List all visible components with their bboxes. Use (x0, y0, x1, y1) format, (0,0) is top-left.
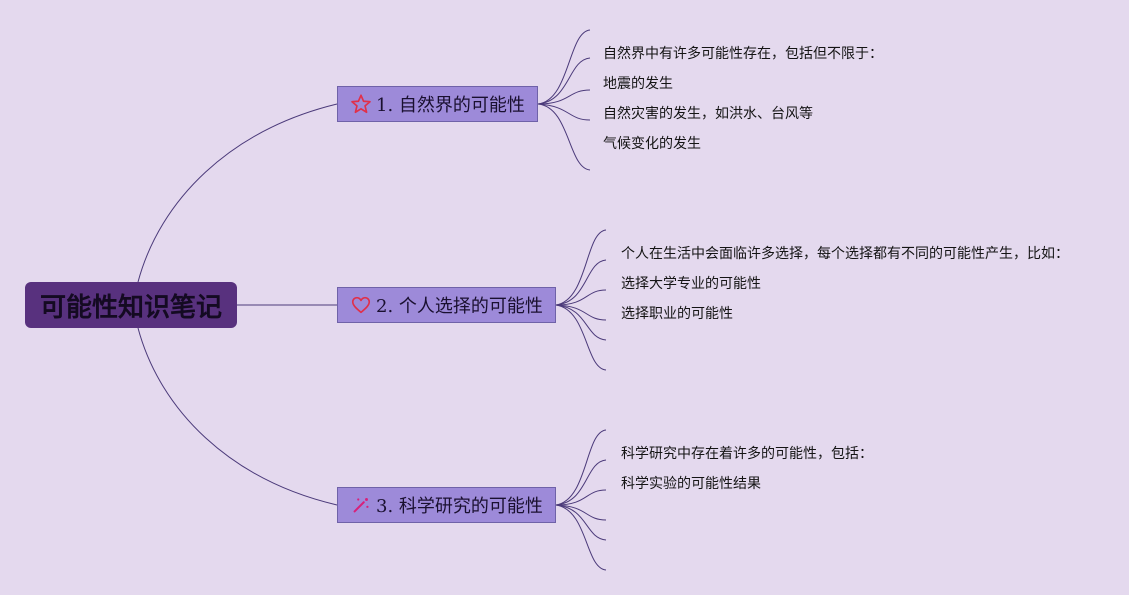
leaf-item[interactable]: 自然灾害的发生，如洪水、台风等 (603, 106, 813, 122)
connector-b1-leaf-1 (537, 29, 591, 105)
connector-b1-leaf-5 (537, 103, 591, 171)
connector-b2-leaf-1 (555, 229, 607, 306)
connector-b1-leaf-3 (537, 89, 591, 105)
connector-b3-leaf-3 (555, 489, 607, 506)
connector-b2-leaf-3 (555, 289, 607, 306)
magic-wand-icon (350, 494, 372, 516)
star-icon (350, 93, 372, 115)
connector-b3-leaf-5 (555, 504, 607, 541)
branch-topic-natural[interactable]: 1. 自然界的可能性 (337, 86, 538, 122)
branch-label: 1. 自然界的可能性 (376, 95, 525, 116)
leaf-item[interactable]: 选择大学专业的可能性 (621, 276, 761, 292)
root-topic[interactable]: 可能性知识笔记 (25, 282, 237, 328)
branch-topic-personal[interactable]: 2. 个人选择的可能性 (337, 287, 556, 323)
leaf-item[interactable]: 选择职业的可能性 (621, 306, 733, 322)
connector-b2-leaf-5 (555, 304, 607, 341)
connector-b1-leaf-2 (537, 57, 591, 105)
connector-b3-leaf-4 (555, 504, 607, 521)
leaf-item[interactable]: 科学实验的可能性结果 (621, 476, 761, 492)
connector-b3-leaf-1 (555, 429, 607, 506)
connector-b3-leaf-6 (555, 504, 607, 571)
branch-label: 3. 科学研究的可能性 (376, 496, 543, 517)
connector-root-branch-3 (137, 327, 338, 506)
leaf-item[interactable]: 自然界中有许多可能性存在，包括但不限于： (603, 46, 883, 62)
heart-icon (350, 294, 372, 316)
connector-root-branch-1 (137, 103, 338, 283)
connector-b3-leaf-2 (555, 459, 607, 506)
leaf-item[interactable]: 地震的发生 (603, 76, 673, 92)
connector-b2-leaf-2 (555, 259, 607, 306)
branch-label: 2. 个人选择的可能性 (376, 296, 543, 317)
leaf-item[interactable]: 个人在生活中会面临许多选择，每个选择都有不同的可能性产生，比如： (621, 246, 1069, 262)
connector-b2-leaf-4 (555, 304, 607, 321)
connector-b2-leaf-6 (555, 304, 607, 371)
leaf-item[interactable]: 气候变化的发生 (603, 136, 701, 152)
connector-b1-leaf-4 (537, 103, 591, 121)
leaf-item[interactable]: 科学研究中存在着许多的可能性，包括： (621, 446, 873, 462)
branch-topic-science[interactable]: 3. 科学研究的可能性 (337, 487, 556, 523)
